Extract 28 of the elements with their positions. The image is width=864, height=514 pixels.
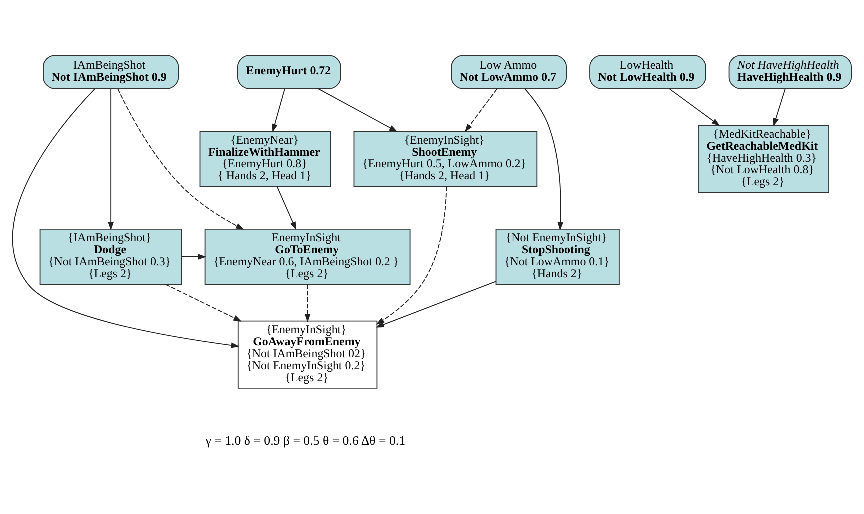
arrow xyxy=(376,186,448,325)
arrow xyxy=(304,284,311,323)
arrow xyxy=(376,281,496,328)
node-box: Low Ammo Not LowAmmo 0.7 xyxy=(451,55,568,90)
arrow xyxy=(182,254,207,260)
arrow xyxy=(524,88,564,231)
node-box: {EnemyNear} FinalizeWithHammer {EnemyHurt 0.8} { Hands 2, Head 1} xyxy=(200,131,332,188)
node-box: IAmBeingShot Not IAmBeingShot 0.9 xyxy=(43,55,180,90)
arrow xyxy=(118,88,244,230)
label: γ = 1.0 δ = 0.9 β = 0.5 θ = 0.6 Δθ = 0.1 xyxy=(206,434,406,448)
arrow xyxy=(318,88,398,132)
node-box: LowHealth Not LowHealth 0.9 xyxy=(590,55,706,90)
arrow xyxy=(464,88,498,132)
node-box: EnemyInSight GoToEnemy {EnemyNear 0.6, IAmBeingShot 0.2 } {Legs 2} xyxy=(204,228,411,286)
node-box: {IAmBeingShot} Dodge {Not IAmBeingShot 0.3} {Legs 2} xyxy=(40,228,182,286)
arrow xyxy=(276,186,296,230)
arrow xyxy=(108,88,114,231)
node-box: {MedKitReachable} GetReachableMedKit {HaveHighHealth 0.3} {Not LowHealth 0.8} {Legs 2} xyxy=(698,125,830,194)
arrow xyxy=(773,88,786,127)
node-box: Not HaveHighHealth HaveHighHealth 0.9 xyxy=(728,55,852,90)
node-box: {EnemyInSight} ShootEnemy {EnemyHurt 0.5, LowAmmo 0.2} {Hands 2, Head 1} xyxy=(354,131,538,188)
arrow xyxy=(668,88,720,126)
arrow xyxy=(12,88,240,348)
node-box: EnemyHurt 0.72 xyxy=(237,55,342,90)
node-box: {EnemyInSight} GoAwayFromEnemy {Not IAmBeingShot 02} {Not EnemyInSight 0.2} {Legs 2} xyxy=(238,320,378,389)
node-box: {Not EnemyInSight} StopShooting {Not LowAmmo 0.1} {Hands 2} xyxy=(496,228,620,286)
arrow xyxy=(272,88,286,133)
arrow xyxy=(165,284,242,322)
